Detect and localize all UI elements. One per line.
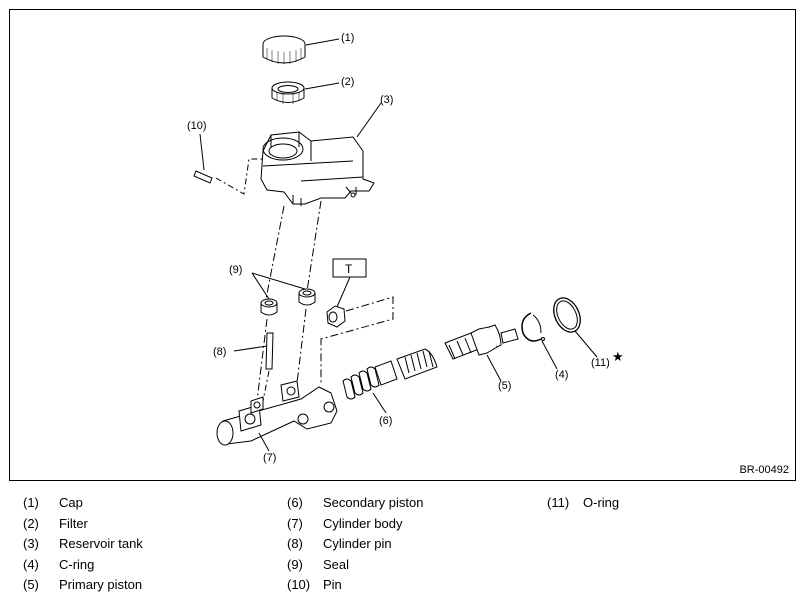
diagram-frame: (1) (2) (3) (10) (9) (8) (7) (6) (5) (4)… (9, 9, 796, 481)
reservoir-tank-part (260, 102, 382, 300)
legend-item-number: (1) (23, 495, 39, 510)
cylinder-pin-part (233, 332, 274, 402)
legend-item-number: (4) (23, 556, 39, 572)
legend-item-label: Reservoir tank (59, 536, 143, 551)
legend-item-label: Seal (323, 556, 350, 572)
callout-8: (8) (213, 346, 226, 358)
legend-item-number: (11) (547, 495, 570, 510)
legend-item-label: Primary piston (59, 577, 143, 592)
primary-piston-part (444, 324, 519, 382)
legend-item-label: O-ring (583, 495, 620, 510)
seal-parts (251, 272, 316, 402)
legend-item-label: Cylinder body (323, 515, 403, 531)
c-ring-part (521, 312, 558, 370)
star-mark: ★ (612, 349, 624, 364)
legend-item-number: (2) (23, 515, 39, 531)
cylinder-body-part (216, 380, 338, 452)
o-ring-part (553, 297, 598, 358)
legend-item-label: Filter (59, 515, 88, 531)
parts-legend: (1) Cap (2) Filter (3) Reservoir tank (4) C-rin… (0, 493, 808, 603)
legend-item-label: Cap (59, 495, 83, 510)
legend-item-label: Cylinder pin (323, 536, 392, 551)
callout-4: (4) (555, 369, 568, 381)
callout-7: (7) (263, 452, 276, 464)
callout-3: (3) (380, 94, 393, 106)
legend-item-label: C-ring (59, 556, 95, 572)
callout-10: (10) (187, 120, 207, 132)
legend-item-number: (5) (23, 577, 39, 592)
filter-part (271, 81, 340, 104)
torque-mark: T (345, 262, 353, 276)
legend-item-label: Pin (323, 577, 342, 592)
legend-item-number: (10) (287, 577, 311, 592)
callout-1: (1) (341, 32, 354, 44)
pin-part (193, 133, 263, 195)
callout-11: (11) (591, 357, 610, 369)
secondary-piston-part (342, 348, 438, 414)
legend-item-number: (3) (23, 536, 39, 551)
legend-item-number: (8) (287, 536, 303, 551)
callout-5: (5) (498, 380, 511, 392)
callout-2: (2) (341, 76, 354, 88)
callout-9: (9) (229, 264, 242, 276)
torque-nut-part (320, 258, 394, 383)
reference-code: BR-00492 (739, 464, 789, 476)
legend-item-label: Secondary piston (323, 495, 424, 510)
legend-item-number: (9) (287, 556, 303, 572)
cap-part (262, 35, 340, 64)
legend-item-number: (7) (287, 515, 303, 531)
exploded-view-diagram: (1) (2) (3) (10) (9) (8) (7) (6) (5) (4)… (187, 32, 624, 464)
callout-6: (6) (379, 415, 392, 427)
legend-item-number: (6) (287, 495, 303, 510)
